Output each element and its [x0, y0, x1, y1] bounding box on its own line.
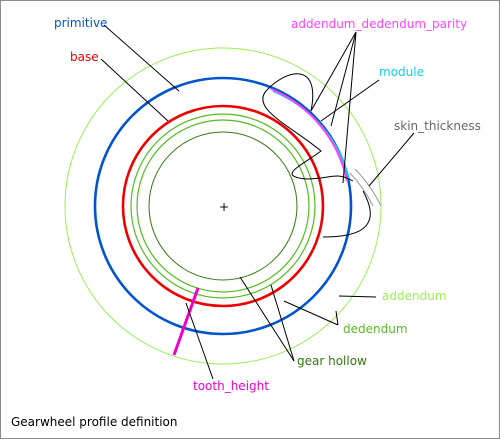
tooth-height-segment — [172, 287, 200, 356]
module-arc — [272, 90, 350, 180]
label-base: base — [70, 50, 99, 64]
leader-parity-2 — [330, 31, 357, 127]
label-addendum: addendum — [382, 289, 447, 303]
dedendum-circle — [136, 119, 310, 293]
label-module: module — [379, 65, 424, 79]
leader-skin-thickness — [322, 132, 415, 238]
leader-parity-loop — [262, 31, 357, 182]
skin-thickness-arc-inner — [349, 172, 374, 207]
figure-caption: Gearwheel profile definition — [11, 415, 178, 429]
leader-primitive — [103, 24, 180, 92]
skin-thickness-arc-outer — [354, 168, 382, 207]
label-addendum-dedendum-parity: addendum_dedendum_parity — [291, 17, 467, 31]
leader-gear-hollow — [239, 276, 295, 362]
center-marker: + — [219, 200, 229, 214]
leader-gear-hollow-2 — [270, 284, 295, 362]
label-dedendum: dedendum — [343, 322, 408, 336]
leader-base — [100, 58, 169, 122]
addendum-dedendum-parity-arc — [270, 88, 348, 182]
label-skin-thickness: skin_thickness — [394, 119, 481, 133]
leader-addendum — [338, 295, 377, 298]
leader-tooth-height — [185, 302, 214, 380]
label-tooth-height: tooth_height — [193, 379, 269, 393]
dedendum-outer-circle — [130, 113, 316, 299]
primitive-circle — [93, 76, 353, 336]
leader-parity-3 — [342, 31, 357, 184]
leader-dedendum — [283, 300, 339, 326]
leader-lines — [100, 24, 415, 380]
label-gear-hollow: gear hollow — [297, 354, 367, 368]
label-primitive: primitive — [54, 16, 107, 30]
gear-hollow-circle — [148, 131, 298, 281]
leader-module — [320, 79, 380, 122]
base-circle — [121, 104, 325, 308]
